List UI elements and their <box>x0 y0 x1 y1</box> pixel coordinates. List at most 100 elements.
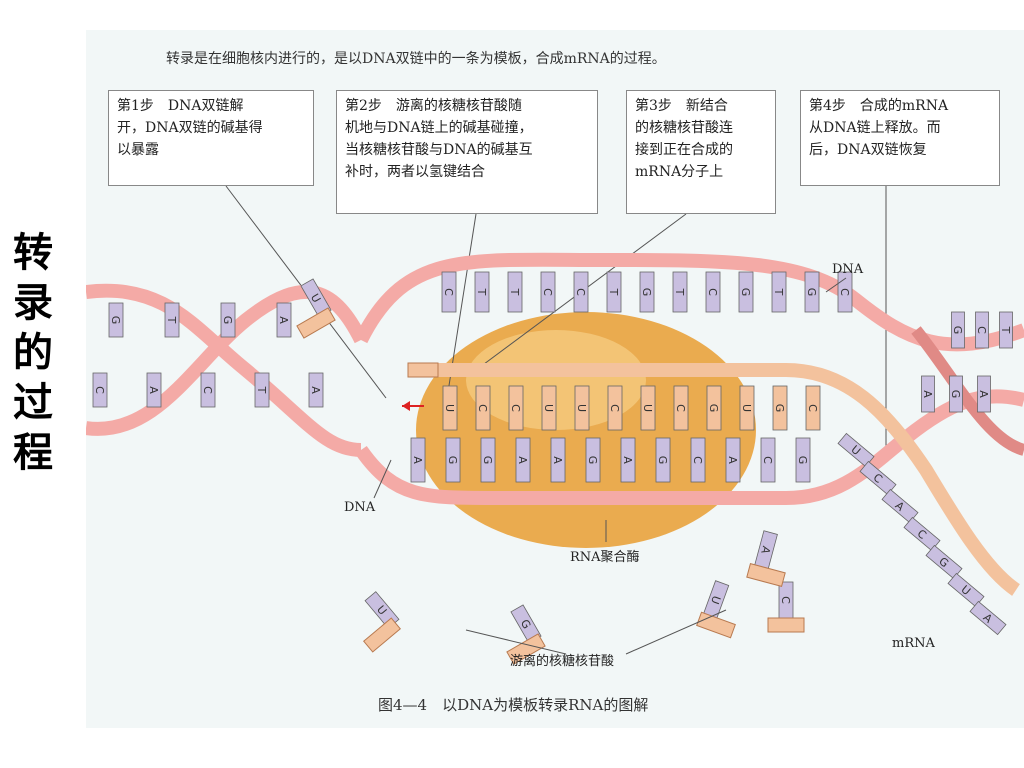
nucleotide-body <box>308 372 324 408</box>
nucleotide-body <box>739 385 755 431</box>
nucleotide-body <box>837 271 853 313</box>
helix-base: C <box>92 372 108 408</box>
mrna-tail-base: G <box>925 544 963 580</box>
base-letter: T <box>607 288 620 296</box>
helix-base: A <box>977 375 991 413</box>
base-letter: U <box>443 404 456 412</box>
nucleotide-body <box>795 437 811 483</box>
side-title-char: 的 <box>13 330 53 376</box>
rna-base: C <box>805 385 821 431</box>
base-letter: C <box>608 404 621 412</box>
helix-base: G <box>220 302 236 338</box>
free-nucleotide: C <box>778 581 794 619</box>
base-letter: C <box>442 288 455 296</box>
helix-base: A <box>921 375 935 413</box>
nucleotide-body <box>925 544 963 580</box>
nucleotide-body <box>606 271 622 313</box>
mrna-tail-base: U <box>947 572 985 608</box>
base-letter: T <box>673 288 686 296</box>
nucleotide-body <box>655 437 671 483</box>
nucleotide-body <box>507 271 523 313</box>
base-letter: C <box>691 456 704 464</box>
nucleotide-body <box>108 302 124 338</box>
helix-base: C <box>975 311 989 349</box>
base-letter: G <box>446 456 459 465</box>
template-base: A <box>550 437 566 483</box>
base-letter: C <box>975 326 988 334</box>
base-letter: C <box>509 404 522 412</box>
nucleotide-body <box>574 385 590 431</box>
nucleotide-body <box>474 271 490 313</box>
nucleotide-body <box>573 271 589 313</box>
base-letter: G <box>707 404 720 413</box>
rna-base: U <box>442 385 458 431</box>
base-letter: A <box>921 390 934 398</box>
helix-base: T <box>254 372 270 408</box>
dna-base: C <box>705 271 721 313</box>
mrna-tail-base: A <box>969 600 1007 636</box>
nucleotide-body <box>640 385 656 431</box>
dna-base: G <box>804 271 820 313</box>
base-letter: T <box>999 326 1012 334</box>
side-title-char: 转 <box>13 230 53 276</box>
mrna-tail-base: C <box>903 516 941 552</box>
free-label-pointer <box>465 629 567 655</box>
base-letter: A <box>277 316 290 324</box>
nucleotide-body <box>410 437 426 483</box>
free-label-pointer <box>625 609 727 655</box>
nucleotide-body <box>690 437 706 483</box>
mrna-tail-base: C <box>859 460 897 496</box>
base-letter: G <box>586 456 599 465</box>
nucleotide-body <box>585 437 601 483</box>
dna-backbone-left-lower <box>86 284 368 436</box>
nucleotide-body <box>276 302 292 338</box>
nucleotide-body <box>254 372 270 408</box>
step-3-box: 第3步 新结合 的核糖核苷酸连 接到正在合成的 mRNA分子上 <box>626 90 776 214</box>
nucleotide-body <box>975 311 989 349</box>
nucleotide-body <box>541 385 557 431</box>
template-base: A <box>725 437 741 483</box>
nucleotide-body <box>607 385 623 431</box>
base-letter: G <box>739 288 752 297</box>
dna-base: C <box>573 271 589 313</box>
base-letter: A <box>551 456 564 464</box>
template-base: C <box>690 437 706 483</box>
base-letter: T <box>165 316 178 324</box>
base-letter: G <box>481 456 494 465</box>
nucleotide-body <box>772 385 788 431</box>
nucleotide-body <box>881 488 919 524</box>
dna-base: T <box>771 271 787 313</box>
nucleotide-body <box>951 311 965 349</box>
dna-top-label: DNA <box>832 262 864 277</box>
dna-base: T <box>507 271 523 313</box>
nucleotide-body <box>705 271 721 313</box>
nucleotide-body <box>999 311 1013 349</box>
base-letter: G <box>640 288 653 297</box>
dna-base: T <box>474 271 490 313</box>
base-letter: A <box>977 390 990 398</box>
side-title-char: 程 <box>13 430 53 476</box>
free-nucleotide: U <box>702 580 730 620</box>
nucleotide-body <box>620 437 636 483</box>
base-letter: C <box>93 386 106 394</box>
base-letter: A <box>621 456 634 464</box>
nucleotide-body <box>550 437 566 483</box>
nucleotide-body <box>220 302 236 338</box>
base-letter: C <box>806 404 819 412</box>
template-base: A <box>620 437 636 483</box>
base-letter: C <box>201 386 214 394</box>
dna-base: T <box>606 271 622 313</box>
nucleotide-body <box>92 372 108 408</box>
nucleotide-body <box>859 460 897 496</box>
template-base: A <box>515 437 531 483</box>
template-base: G <box>795 437 811 483</box>
nucleotide-body <box>441 271 457 313</box>
nucleotide-body <box>540 271 556 313</box>
template-base: G <box>445 437 461 483</box>
base-letter: A <box>411 456 424 464</box>
rna-base: U <box>541 385 557 431</box>
nucleotide-body <box>921 375 935 413</box>
nucleotide-body <box>480 437 496 483</box>
base-letter: U <box>542 404 555 412</box>
nucleotide-body <box>673 385 689 431</box>
